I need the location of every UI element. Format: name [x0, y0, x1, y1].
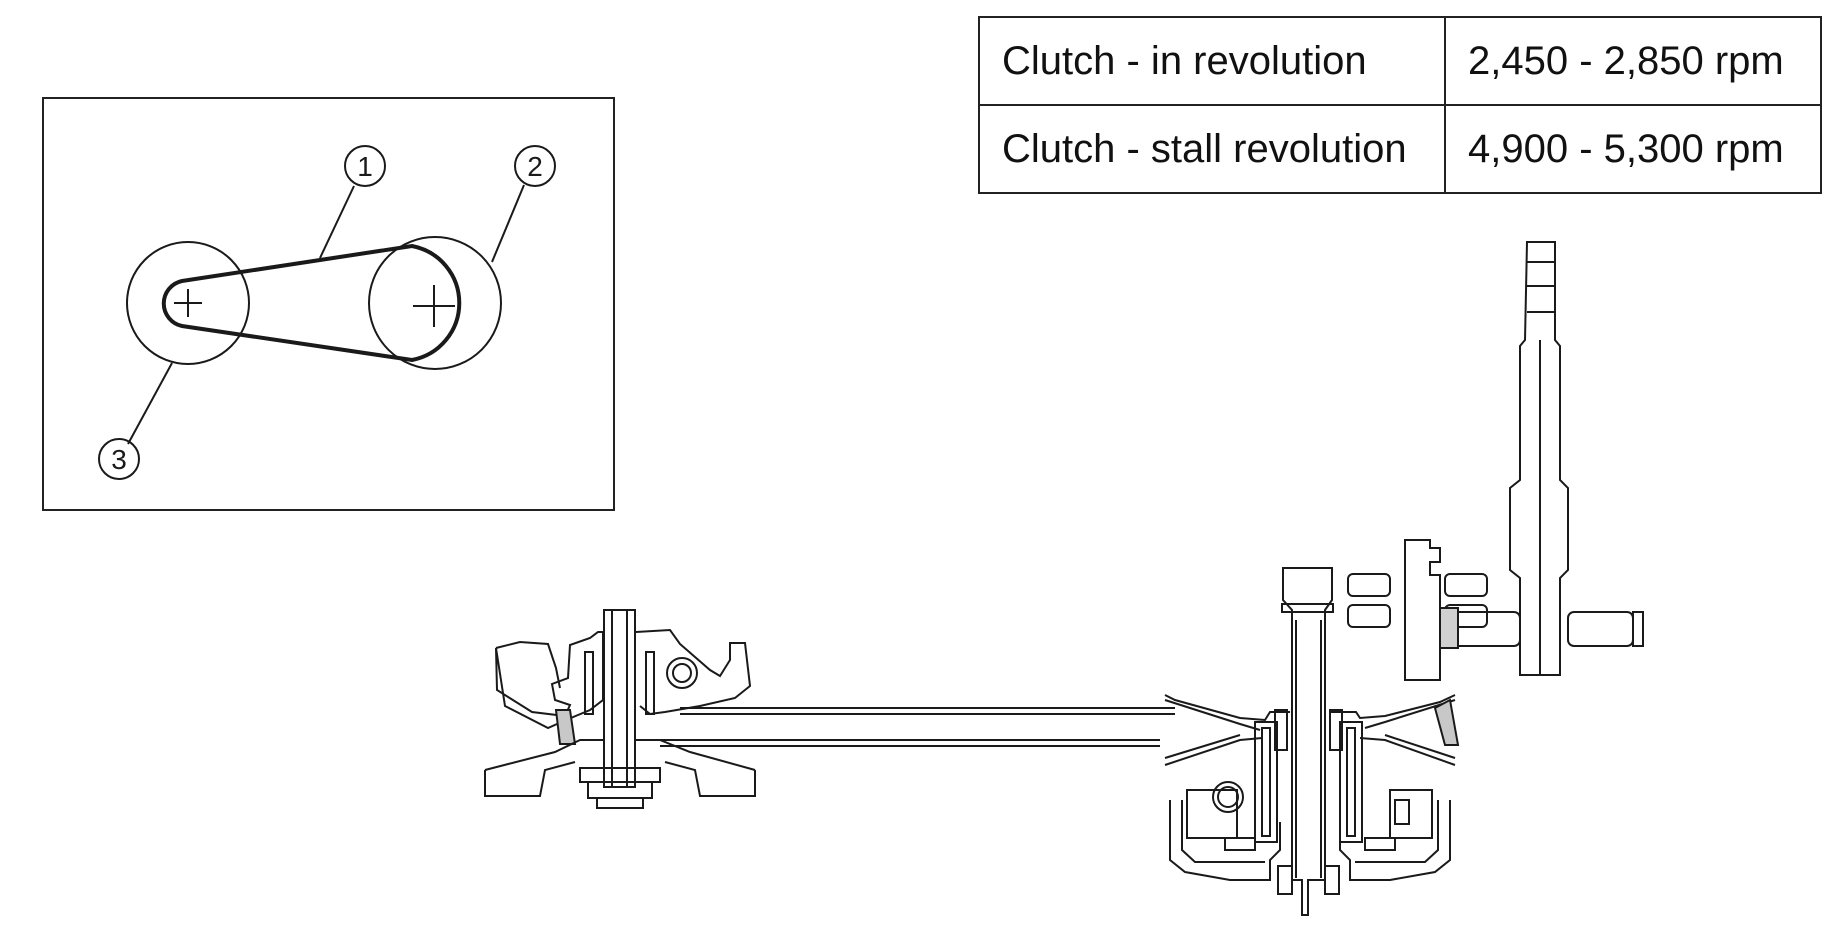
- belt-span: [660, 707, 1175, 747]
- belt-inset-diagram: [98, 145, 556, 480]
- leader-line: [127, 362, 173, 445]
- table-row: Clutch - stall revolution 4,900 - 5,300 …: [978, 104, 1822, 194]
- secondary-sheave-assembly: [484, 609, 756, 809]
- spec-value: 4,900 - 5,300 rpm: [1444, 104, 1822, 194]
- v-belt: [161, 243, 462, 363]
- belt-inset-frame: [42, 97, 615, 511]
- leader-line: [319, 185, 355, 259]
- leader-line: [491, 184, 525, 263]
- clutch-spec-table: Clutch - in revolution 2,450 - 2,850 rpm…: [978, 16, 1822, 194]
- spec-value: 2,450 - 2,850 rpm: [1444, 16, 1822, 106]
- spec-label: Clutch - in revolution: [978, 16, 1446, 106]
- callout-circle: [98, 438, 140, 480]
- spec-label: Clutch - stall revolution: [978, 104, 1446, 194]
- callout-number: 3: [111, 444, 127, 475]
- secondary-pulley: [126, 241, 250, 365]
- callout-number: 1: [357, 151, 373, 182]
- callout-number: 2: [527, 151, 543, 182]
- callout-circle: [344, 145, 386, 187]
- center-cross: [413, 285, 455, 327]
- primary-pulley: [368, 236, 502, 370]
- crankshaft: [1347, 241, 1644, 681]
- table-row: Clutch - in revolution 2,450 - 2,850 rpm: [978, 16, 1822, 106]
- primary-sheave-assembly: [1164, 567, 1460, 916]
- center-cross: [174, 289, 202, 317]
- callout-circle: [514, 145, 556, 187]
